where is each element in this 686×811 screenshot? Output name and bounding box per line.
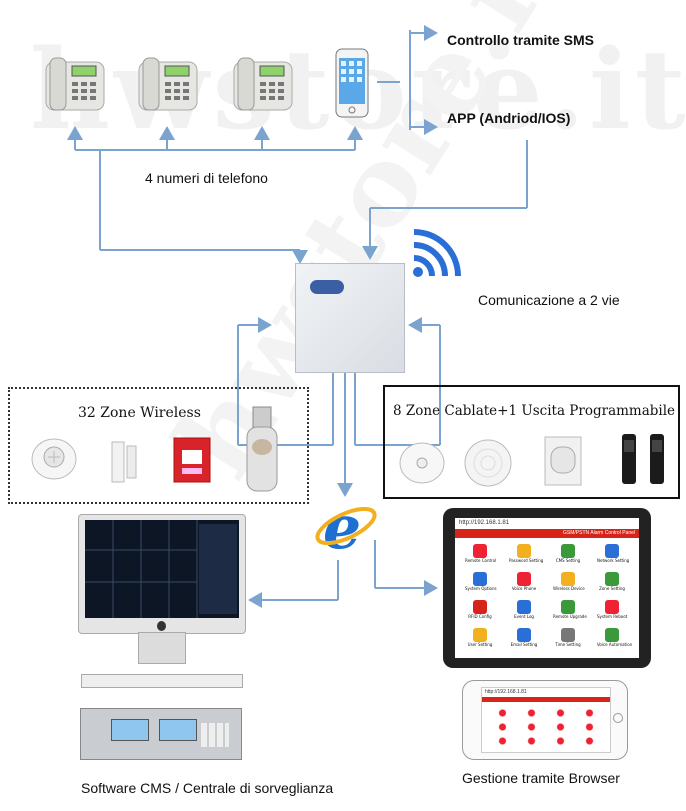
tablet-screen: http://192.168.1.81 GSM/PSTN Alarm Contr… [455, 518, 639, 658]
tablet-app-label: User Setting [467, 642, 493, 647]
computer-monitor [78, 514, 246, 669]
tablet-url: http://192.168.1.81 [459, 520, 510, 526]
alarm-control-panel [295, 263, 405, 373]
tablet-app-label: Voice Automation [597, 642, 633, 647]
internet-explorer-icon: e [313, 496, 379, 558]
cms-label: Software CMS / Centrale di sorveglianza [81, 780, 334, 796]
tablet-app-icon[interactable]: Voice Phone [509, 572, 539, 596]
tablet-app-icon[interactable]: Network Setting [597, 544, 630, 568]
monitor-screen [85, 520, 239, 618]
wireless-zones-box [8, 387, 309, 504]
small-phone-url: http://192.168.1.81 [485, 689, 527, 695]
small-phone-home-button [613, 713, 623, 723]
beam-detector-icon [620, 432, 668, 486]
desk-phone-2 [135, 52, 200, 114]
tablet-app-label: Password Setting [509, 558, 544, 563]
tablet-app-label: System Options [465, 586, 497, 591]
tablet-app-label: Email Setting [510, 642, 538, 647]
wifi-icon [410, 228, 462, 280]
rack-keypad [201, 723, 229, 747]
tablet-app-icon[interactable]: CMS Setting [553, 544, 583, 568]
desk-phone-1 [42, 52, 107, 114]
tablet-app-label: Time Setting [555, 642, 581, 647]
tablet-app-icon[interactable]: RFID Config [465, 600, 495, 624]
wireless-zones-label: 32 Zone Wireless [78, 405, 201, 421]
wired-zones-box [383, 385, 680, 499]
cms-video-grid [85, 520, 237, 618]
panic-button-icon [172, 436, 212, 484]
small-phone-header-bar [482, 697, 610, 702]
two-way-label: Comunicazione a 2 vie [478, 292, 620, 308]
app-label: APP (Andriod/IOS) [447, 110, 571, 126]
wired-pir-icon [543, 435, 583, 487]
sms-control-label: Controllo tramite SMS [447, 32, 595, 48]
smartphone [335, 48, 369, 118]
tablet-app-icon[interactable]: Remote Control [465, 544, 497, 568]
small-phone-icons [488, 706, 604, 748]
door-sensor-icon [110, 440, 138, 484]
tablet-app-icon[interactable]: Wireless Device [553, 572, 585, 596]
small-phone-screen: http://192.168.1.81 [481, 687, 611, 753]
tablet-app-label: Remote Control [465, 558, 497, 563]
tablet-header-text: GSM/PSTN Alarm Control Panel [563, 530, 635, 536]
tablet-app-label: Wireless Device [553, 586, 585, 591]
tablet-app-icon[interactable]: Time Setting [553, 628, 583, 652]
tablet-app-icon[interactable]: Zone Setting [597, 572, 627, 596]
wired-zones-label: 8 Zone Cablate+1 Uscita Programmabile [393, 403, 676, 419]
panel-logo [310, 280, 344, 294]
phone-numbers-label: 4 numeri di telefono [145, 170, 268, 186]
tablet-app-label: Remote Upgrade [553, 614, 587, 619]
siren-icon [463, 438, 513, 488]
tablet-app-icon[interactable]: Password Setting [509, 544, 544, 568]
tablet: http://192.168.1.81 GSM/PSTN Alarm Contr… [443, 508, 651, 668]
tablet-app-label: Zone Setting [599, 586, 625, 591]
tablet-icon-grid: Remote Control Password Setting CMS Sett… [465, 544, 633, 654]
cms-rack-server [80, 708, 242, 760]
pir-sensor-icon [245, 405, 279, 495]
small-phone: http://192.168.1.81 [462, 680, 628, 760]
tablet-app-icon[interactable]: Email Setting [509, 628, 539, 652]
apple-logo-icon [157, 621, 166, 631]
browser-label: Gestione tramite Browser [462, 770, 620, 786]
svg-text:e: e [323, 496, 361, 558]
tablet-app-label: Voice Phone [511, 586, 537, 591]
tablet-header-bar: GSM/PSTN Alarm Control Panel [455, 529, 639, 538]
monitor-stand [138, 632, 186, 664]
monitor-bezel [78, 514, 246, 634]
rack-display-left [111, 719, 149, 741]
desk-phone-3 [230, 52, 295, 114]
tablet-app-label: System Reboot [597, 614, 628, 619]
tablet-app-icon[interactable]: Voice Automation [597, 628, 633, 652]
keyboard [81, 674, 243, 688]
tablet-app-icon[interactable]: User Setting [465, 628, 495, 652]
smoke-detector-icon [30, 435, 78, 483]
rack-display-right [159, 719, 197, 741]
tablet-app-icon[interactable]: System Options [465, 572, 497, 596]
tablet-app-label: CMS Setting [555, 558, 581, 563]
tablet-app-icon[interactable]: Event Log [509, 600, 539, 624]
tablet-app-label: Event Log [514, 614, 534, 619]
tablet-app-label: RFID Config [468, 614, 492, 619]
tablet-app-label: Network Setting [597, 558, 630, 563]
heat-detector-icon [398, 440, 446, 486]
tablet-app-icon[interactable]: Remote Upgrade [553, 600, 587, 624]
tablet-app-icon[interactable]: System Reboot [597, 600, 627, 624]
